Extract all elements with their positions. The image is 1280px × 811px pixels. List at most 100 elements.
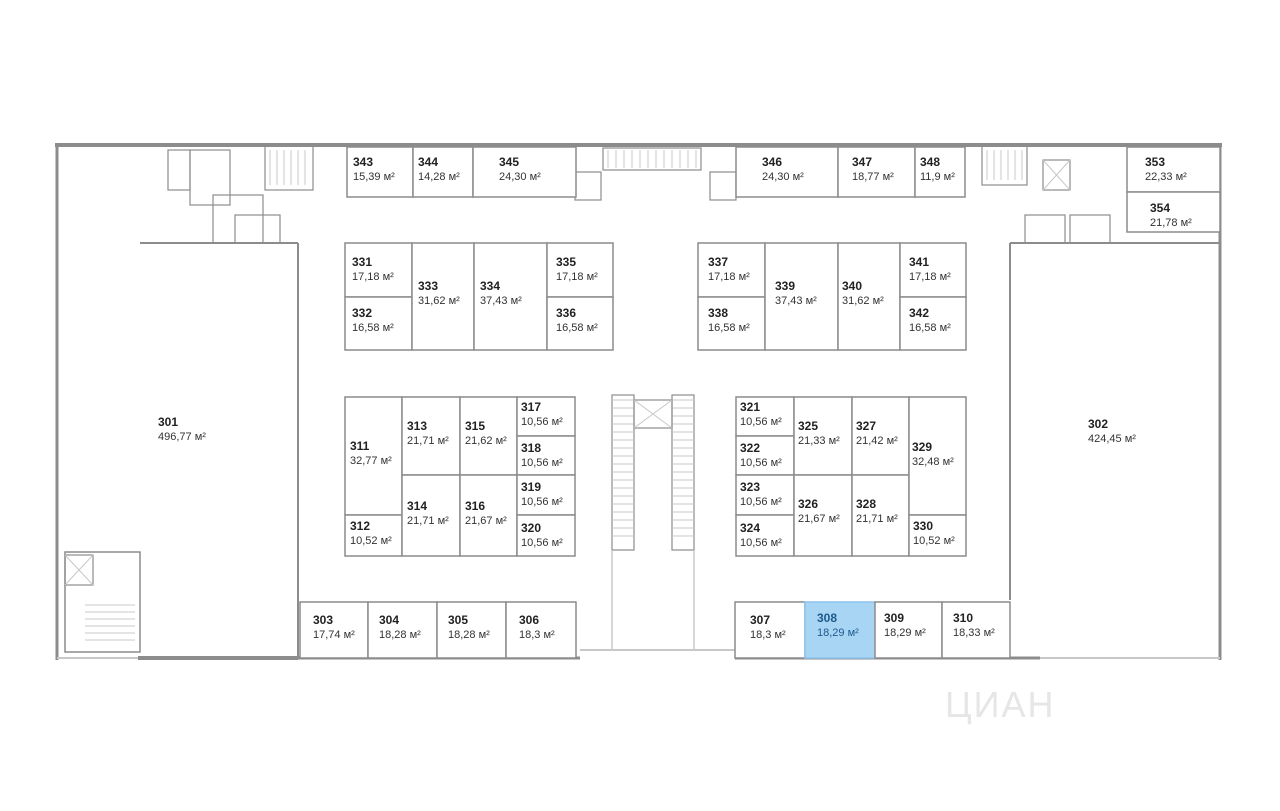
unit-number-345: 345 [499,155,519,169]
watermark-text: ЦИАН [945,684,1056,725]
unit-shape-324[interactable] [735,514,795,557]
unit-shape-316[interactable] [459,474,518,557]
unit-shape-325[interactable] [793,396,853,476]
unit-shape-343[interactable] [346,146,414,198]
unit-shape-322[interactable] [735,435,795,476]
unit-shape-328[interactable] [851,474,910,557]
unit-area-346: 24,30 м² [762,171,804,183]
unit-number-307: 307 [750,613,770,627]
unit-shape-310[interactable] [941,601,1011,659]
unit-shape-330[interactable] [908,514,967,557]
unit-shape-347[interactable] [837,146,916,198]
unit-shape-308[interactable] [804,601,876,659]
unit-number-331: 331 [352,255,372,269]
unit-shape-329[interactable] [908,396,967,516]
unit-area-339: 37,43 м² [775,295,817,307]
unit-number-315: 315 [465,419,485,433]
unit-shape-336[interactable] [546,296,614,351]
unit-area-347: 18,77 м² [852,171,894,183]
unit-shape-344[interactable] [412,146,474,198]
unit-shape-326[interactable] [793,474,853,557]
unit-shape-342[interactable] [899,296,967,351]
unit-shape-309[interactable] [874,601,943,659]
unit-shape-346[interactable] [735,146,839,198]
unit-shape-315[interactable] [459,396,518,476]
unit-area-354: 21,78 м² [1150,217,1192,229]
unit-area-333: 31,62 м² [418,295,460,307]
unit-shape-341[interactable] [899,242,967,298]
unit-shape-307[interactable] [734,601,806,659]
unit-shape-306[interactable] [505,601,577,659]
unit-shape-332[interactable] [344,296,413,351]
unit-331[interactable]: 331 17,18 м² [344,242,413,298]
unit-shape-345[interactable] [472,146,577,198]
unit-shape-354[interactable] [1126,191,1221,233]
unit-area-331: 17,18 м² [352,271,394,283]
unit-shape-333[interactable] [411,242,475,351]
unit-shape-318[interactable] [516,435,576,476]
unit-area-303: 17,74 м² [313,629,355,641]
unit-shape-338[interactable] [697,296,766,351]
unit-shape-303[interactable] [299,601,369,659]
unit-shape-305[interactable] [436,601,507,659]
unit-shape-339[interactable] [764,242,839,351]
unit-number-310: 310 [953,611,973,625]
unit-shape-337[interactable] [697,242,766,298]
unit-shape-320[interactable] [516,514,576,557]
unit-shape-353[interactable] [1126,146,1221,193]
unit-number-305: 305 [448,613,468,627]
unit-shape-331[interactable] [344,242,413,298]
unit-shape-335[interactable] [546,242,614,298]
unit-shape-348[interactable] [914,146,966,198]
